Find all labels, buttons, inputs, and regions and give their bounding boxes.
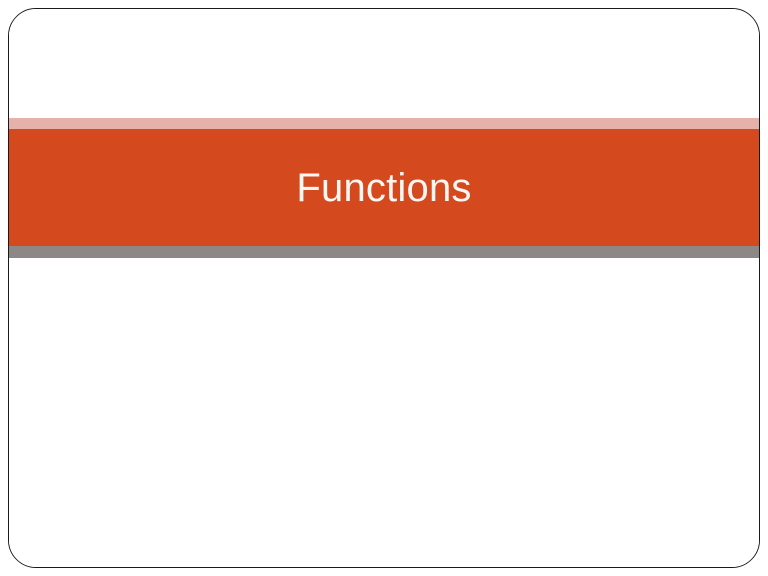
slide-body-area xyxy=(9,258,759,567)
banner-color-band: Functions xyxy=(9,129,759,246)
slide-top-blank-area xyxy=(9,9,759,118)
slide-frame: Functions xyxy=(8,8,760,568)
banner-accent-top-rule xyxy=(9,118,759,129)
slide-title: Functions xyxy=(296,165,472,210)
title-banner: Functions xyxy=(9,118,759,258)
slide-body-placeholder xyxy=(61,276,707,541)
banner-accent-bottom-rule xyxy=(9,246,759,258)
